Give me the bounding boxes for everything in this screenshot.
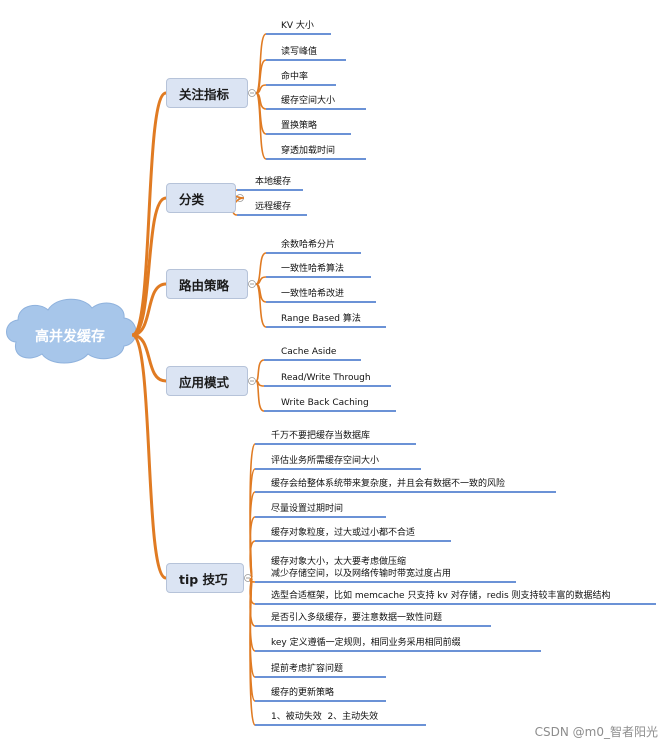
branch-leaf-connector bbox=[255, 359, 265, 382]
leaf-node[interactable]: 选型合适框架，比如 memcache 只支持 kv 对存储，redis 则支持较… bbox=[271, 591, 611, 601]
branch-leaf-connector bbox=[255, 33, 267, 94]
leaf-node[interactable]: 1、被动失效 2、主动失效 bbox=[271, 712, 379, 722]
branch-node[interactable]: 路由策略 bbox=[166, 269, 248, 299]
leaf-node[interactable]: 一致性哈希改进 bbox=[281, 289, 345, 299]
leaf-node[interactable]: 缓存空间大小 bbox=[281, 96, 336, 106]
branch-leaf-connector bbox=[255, 92, 267, 160]
leaf-node[interactable]: Write Back Caching bbox=[281, 398, 369, 408]
branch-node[interactable]: tip 技巧 bbox=[166, 563, 244, 593]
leaf-node[interactable]: 本地缓存 bbox=[255, 177, 292, 187]
leaf-node[interactable]: 余数哈希分片 bbox=[281, 240, 336, 250]
leaf-node[interactable]: Range Based 算法 bbox=[281, 314, 361, 324]
leaf-node[interactable]: 缓存的更新策略 bbox=[271, 688, 335, 698]
leaf-node[interactable]: 评估业务所需缓存空间大小 bbox=[271, 456, 380, 466]
branch-node[interactable]: 分类 bbox=[166, 183, 236, 213]
leaf-node[interactable]: 置换策略 bbox=[281, 121, 318, 131]
root-cloud-shape bbox=[6, 298, 137, 364]
branch-node[interactable]: 关注指标 bbox=[166, 78, 248, 108]
branch-node[interactable]: 应用模式 bbox=[166, 366, 248, 396]
leaf-node[interactable]: KV 大小 bbox=[281, 21, 314, 31]
leaf-node[interactable]: 读写峰值 bbox=[281, 47, 318, 57]
leaf-node[interactable]: 缓存对象大小，太大要考虑做压缩 减少存储空间，以及网络传输时带宽过度占用 bbox=[271, 557, 452, 579]
leaf-node[interactable]: 缓存会给整体系统带来复杂度，并且会有数据不一致的风险 bbox=[271, 479, 506, 489]
leaf-node[interactable]: 缓存对象粒度，过大或过小都不合适 bbox=[271, 528, 416, 538]
root-branch-connector bbox=[131, 196, 167, 337]
watermark: CSDN @m0_智者阳光 bbox=[534, 725, 658, 739]
leaf-node[interactable]: 尽量设置过期时间 bbox=[271, 504, 344, 514]
leaf-node[interactable]: 命中率 bbox=[281, 72, 309, 82]
leaf-node[interactable]: 千万不要把缓存当数据库 bbox=[271, 431, 371, 441]
leaf-node[interactable]: 穿透加载时间 bbox=[281, 146, 336, 156]
leaf-node[interactable]: 提前考虑扩容问题 bbox=[271, 664, 344, 674]
branch-leaf-connector bbox=[249, 540, 256, 579]
root-branch-connector bbox=[131, 333, 167, 580]
leaf-node[interactable]: key 定义遵循一定规则，相同业务采用相同前缀 bbox=[271, 638, 461, 648]
branch-leaf-connector bbox=[255, 283, 267, 328]
branch-leaf-connector bbox=[255, 380, 265, 412]
root-branch-connector bbox=[131, 333, 167, 383]
root-node-label: 高并发缓存 bbox=[35, 329, 105, 345]
leaf-node[interactable]: 一致性哈希算法 bbox=[281, 264, 345, 274]
branch-leaf-connector bbox=[255, 276, 267, 285]
leaf-node[interactable]: 是否引入多级缓存，要注意数据一致性问题 bbox=[271, 613, 443, 623]
root-branch-connector bbox=[131, 91, 167, 337]
leaf-node[interactable]: Read/Write Through bbox=[281, 373, 371, 383]
leaf-node[interactable]: 远程缓存 bbox=[255, 202, 292, 212]
leaf-node[interactable]: Cache Aside bbox=[281, 347, 337, 357]
branch-leaf-connector bbox=[249, 577, 256, 726]
root-branch-connector bbox=[131, 282, 167, 337]
